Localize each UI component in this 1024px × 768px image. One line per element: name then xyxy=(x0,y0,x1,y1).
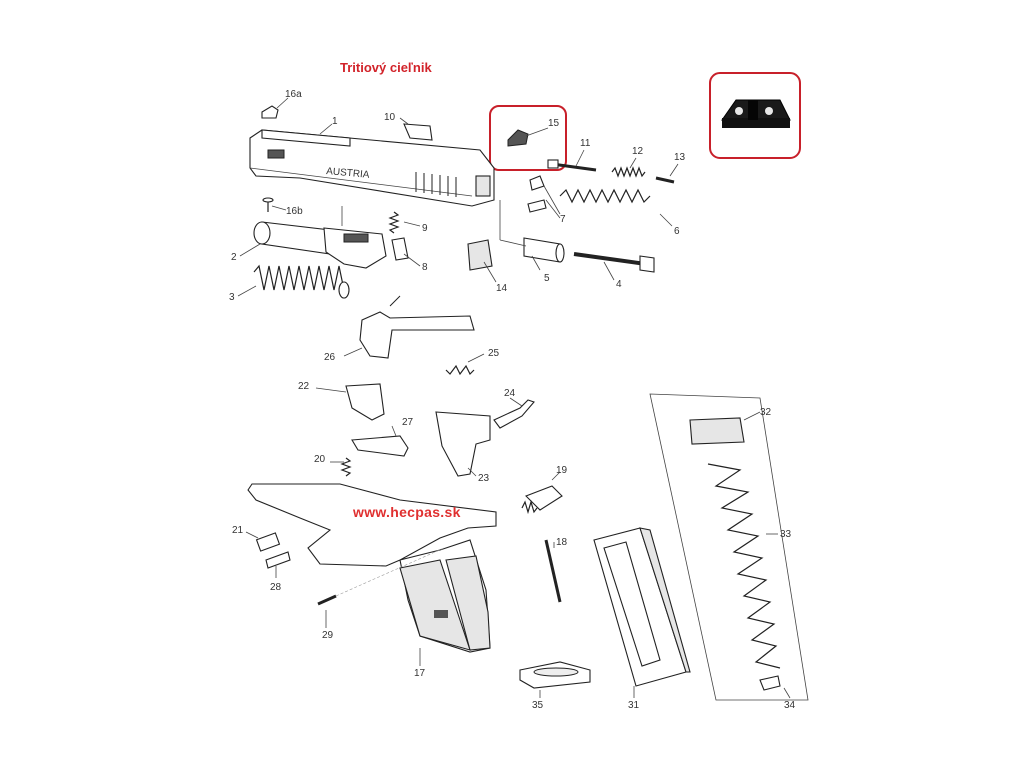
label-8: 8 xyxy=(422,262,428,273)
part-25-spring xyxy=(445,353,485,376)
part-17-frame xyxy=(247,483,497,666)
label-20: 20 xyxy=(314,454,326,465)
magazine-internals-bracket xyxy=(649,393,809,701)
label-18: 18 xyxy=(556,537,568,548)
label-31: 31 xyxy=(628,700,640,711)
label-19: 19 xyxy=(556,465,568,476)
label-27: 27 xyxy=(402,417,414,428)
label-9: 9 xyxy=(422,223,428,234)
highlight-box-photo xyxy=(709,72,801,159)
part-14-slide-lock xyxy=(467,239,497,283)
part-1-slide: AUSTRIA xyxy=(249,123,495,207)
highlight-box-part-15 xyxy=(489,105,567,171)
part-3-recoil-spring xyxy=(237,264,350,299)
part-27-slide-stop xyxy=(351,425,409,457)
label-17: 17 xyxy=(414,668,426,679)
part-18-catch-spring xyxy=(544,539,562,603)
label-25: 25 xyxy=(488,348,500,359)
label-28: 28 xyxy=(270,582,282,593)
part-8-extractor xyxy=(391,237,421,267)
label-13: 13 xyxy=(674,152,686,163)
label-4: 4 xyxy=(616,279,622,290)
label-34: 34 xyxy=(784,700,796,711)
title: Tritiový cieľnik xyxy=(340,60,432,75)
part-24-connector xyxy=(493,397,535,429)
part-13-spacer-sleeve xyxy=(655,163,679,184)
part-15-front-sight xyxy=(507,127,549,147)
label-7: 7 xyxy=(560,214,566,225)
part-11-firing-pin xyxy=(547,149,597,172)
label-2: 2 xyxy=(231,252,237,263)
part-29-pin xyxy=(317,547,445,628)
part-7-firing-pin-safety xyxy=(527,175,561,219)
part-34-insert xyxy=(759,675,791,699)
label-32: 32 xyxy=(760,407,772,418)
part-2-barrel xyxy=(239,206,387,269)
label-29: 29 xyxy=(322,630,334,641)
label-10: 10 xyxy=(384,112,396,123)
part-23-trigger-housing xyxy=(435,411,491,477)
label-5: 5 xyxy=(544,273,550,284)
label-16a: 16a xyxy=(285,89,302,100)
part-33-magazine-spring xyxy=(707,463,781,669)
label-1: 1 xyxy=(332,116,338,127)
label-15: 15 xyxy=(548,118,560,129)
part-22-locking-block xyxy=(315,383,385,421)
label-35: 35 xyxy=(532,700,544,711)
label-26: 26 xyxy=(324,352,336,363)
label-12: 12 xyxy=(632,146,644,157)
part-9-spring xyxy=(388,211,421,234)
part-10-extractor-plunger xyxy=(399,117,433,141)
part-20-spring xyxy=(330,457,352,477)
label-24: 24 xyxy=(504,388,516,399)
part-16b-screw xyxy=(262,197,287,212)
tritium-sight-photo xyxy=(721,99,791,128)
part-21-pin xyxy=(245,531,281,552)
label-33: 33 xyxy=(780,529,792,540)
part-5-spring-cups xyxy=(499,200,565,271)
slide-engraving: AUSTRIA xyxy=(326,166,370,181)
part-6-firing-pin-spring xyxy=(559,188,673,227)
part-31-magazine xyxy=(593,527,691,698)
label-3: 3 xyxy=(229,292,235,303)
label-23: 23 xyxy=(478,473,490,484)
label-6: 6 xyxy=(674,226,680,237)
labels: 16a 1 10 15 11 12 13 16b 7 9 6 2 8 5 4 1… xyxy=(229,89,796,711)
part-16a-rear-sight xyxy=(261,97,289,119)
part-4-spacer-rod xyxy=(573,252,655,281)
part-32-follower xyxy=(689,411,761,445)
part-28-pin xyxy=(265,551,291,578)
label-11: 11 xyxy=(580,138,591,149)
label-22: 22 xyxy=(298,381,310,392)
part-19-magazine-catch xyxy=(521,471,563,515)
label-21: 21 xyxy=(232,525,244,536)
part-26-trigger-bar xyxy=(343,295,475,359)
label-14: 14 xyxy=(496,283,508,294)
watermark: www.hecpas.sk xyxy=(353,504,461,520)
label-16b: 16b xyxy=(286,206,303,217)
part-12-spring xyxy=(611,157,646,178)
part-35-floor-plate xyxy=(519,661,591,698)
